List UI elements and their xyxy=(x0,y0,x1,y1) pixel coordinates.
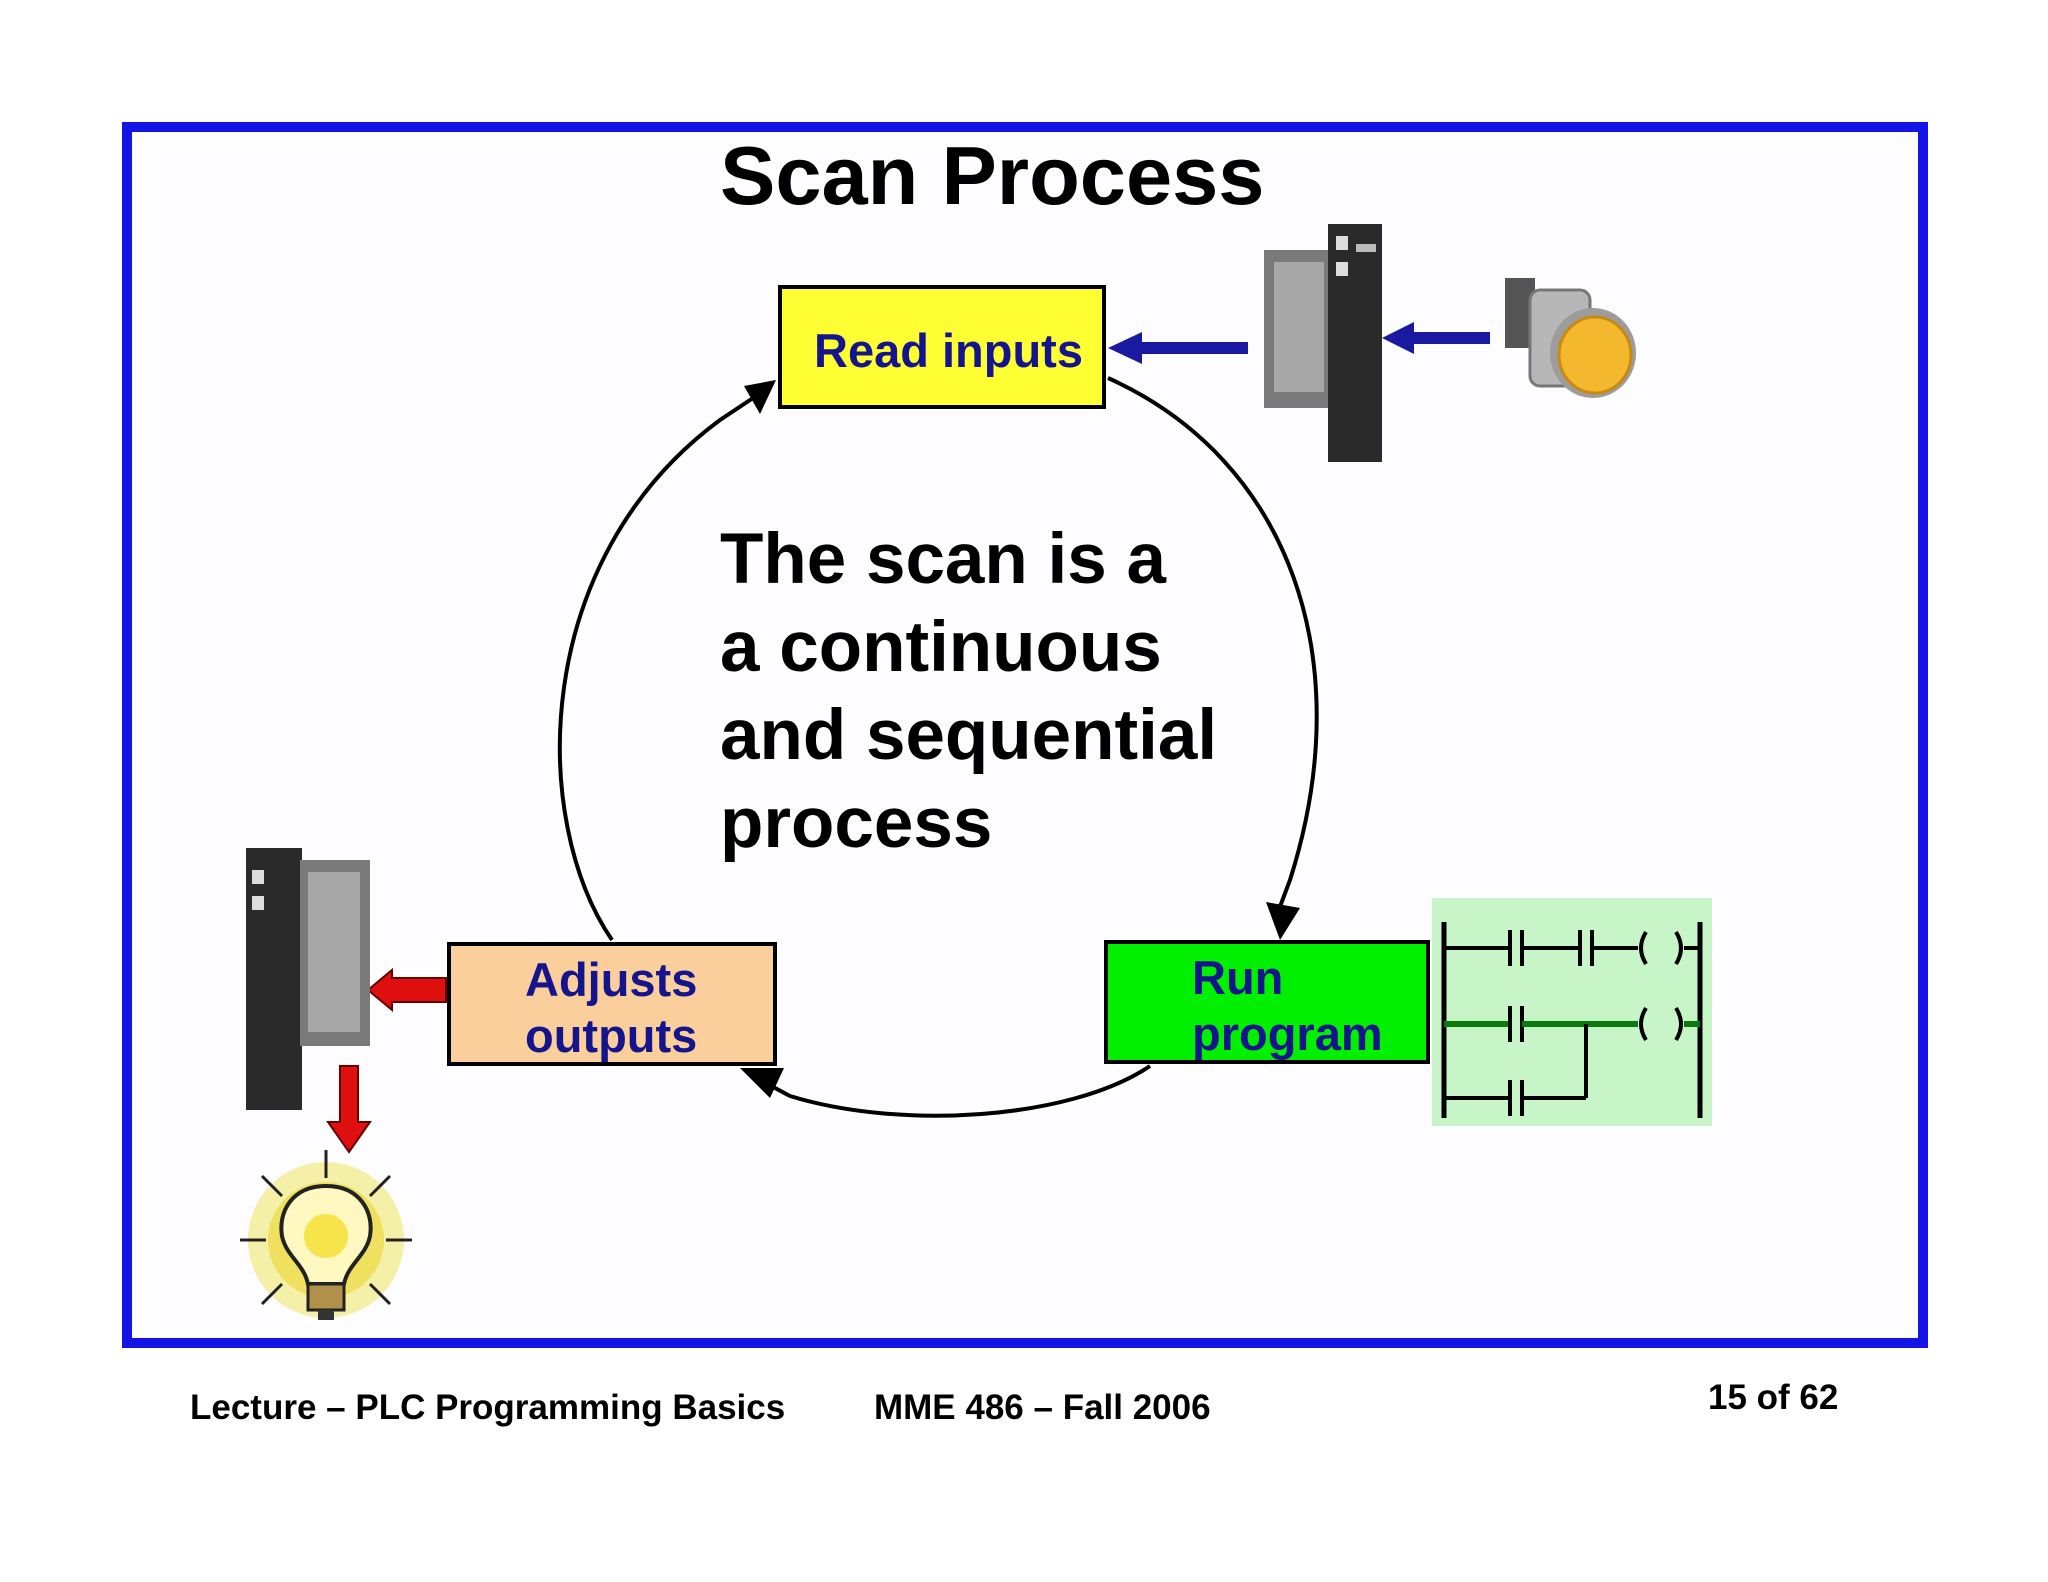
cycle-arrow-run-to-adjust xyxy=(759,1064,1152,1118)
arrowhead-adjust xyxy=(740,1068,784,1098)
plc-module-icon xyxy=(246,848,370,1110)
input-arrow-button-to-module xyxy=(1382,322,1490,354)
read-inputs-box: Read inputs xyxy=(778,285,1106,409)
center-description: The scan is a a continuous and sequentia… xyxy=(720,516,1217,868)
output-arrow-module-to-bulb xyxy=(326,1065,372,1154)
plc-module-icon xyxy=(1264,224,1382,462)
output-arrow-adjust-to-module xyxy=(366,967,447,1013)
push-button-icon xyxy=(1505,278,1636,398)
center-line-3: and sequential xyxy=(720,696,1218,775)
run-program-line1: Run xyxy=(1192,951,1284,1004)
cycle-arrow-adjust-to-read xyxy=(557,390,764,942)
center-line-4: process xyxy=(720,784,993,863)
light-bulb-icon xyxy=(240,1150,412,1320)
center-line-2: a continuous xyxy=(720,608,1162,687)
adjusts-outputs-box: Adjusts outputs xyxy=(447,942,777,1066)
arrowhead-read xyxy=(744,380,776,414)
center-line-1: The scan is a xyxy=(720,520,1166,599)
page-title: Scan Process xyxy=(720,129,1265,222)
read-inputs-label: Read inputs xyxy=(814,324,1083,377)
footer-lecture: Lecture – PLC Programming Basics xyxy=(190,1388,786,1427)
footer-page-number: 15 of 62 xyxy=(1708,1378,1839,1417)
cycle-arrow-read-to-run xyxy=(1107,376,1319,913)
input-arrow-module-to-read xyxy=(1108,332,1248,364)
run-program-box: Run program xyxy=(1104,940,1430,1064)
footer-course: MME 486 – Fall 2006 xyxy=(874,1388,1211,1427)
adjusts-outputs-line1: Adjusts xyxy=(525,953,698,1006)
adjusts-outputs-line2: outputs xyxy=(525,1009,698,1062)
ladder-diagram-icon xyxy=(1432,898,1712,1126)
arrowhead-run xyxy=(1266,902,1300,940)
run-program-line2: program xyxy=(1192,1007,1383,1060)
